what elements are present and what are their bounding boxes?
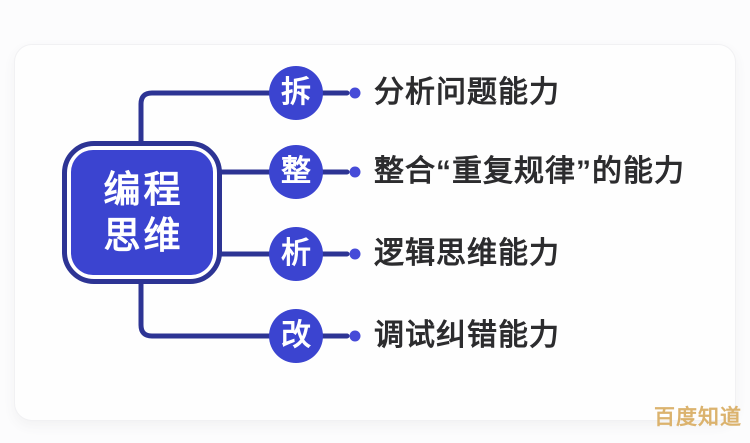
- branch-label-logical-thinking: 逻辑思维能力: [374, 237, 560, 270]
- root-node-fill: 编程 思维: [71, 150, 213, 275]
- arrow-dot-3: [349, 248, 361, 260]
- branch-circle-modify: 改: [269, 309, 323, 363]
- arrow-dot-4: [349, 330, 361, 342]
- root-node-line2: 思维: [103, 214, 184, 256]
- root-node-line1: 编程: [103, 169, 184, 210]
- connector-branch-4: [138, 279, 272, 339]
- branch-key-label: 整: [281, 155, 311, 188]
- branch-label-debugging: 调试纠错能力: [374, 319, 560, 352]
- branch-label-problem-analysis: 分析问题能力: [374, 76, 560, 109]
- branch-circle-integrate: 整: [269, 145, 323, 199]
- baidu-zhidao-watermark: 百度知道: [654, 406, 742, 429]
- branch-label-integrate-patterns: 整合“重复规律”的能力: [374, 155, 685, 188]
- root-node-programming-thinking: 编程 思维: [62, 141, 222, 284]
- branch-key-label: 拆: [281, 76, 311, 109]
- arrow-dot-1: [349, 87, 361, 99]
- branch-key-label: 改: [281, 319, 311, 352]
- branch-circle-break-down: 拆: [269, 66, 323, 120]
- branch-key-label: 析: [281, 237, 311, 270]
- arrow-dot-2: [349, 166, 361, 178]
- branch-circle-analyze: 析: [269, 227, 323, 281]
- connector-branch-1: [138, 90, 272, 146]
